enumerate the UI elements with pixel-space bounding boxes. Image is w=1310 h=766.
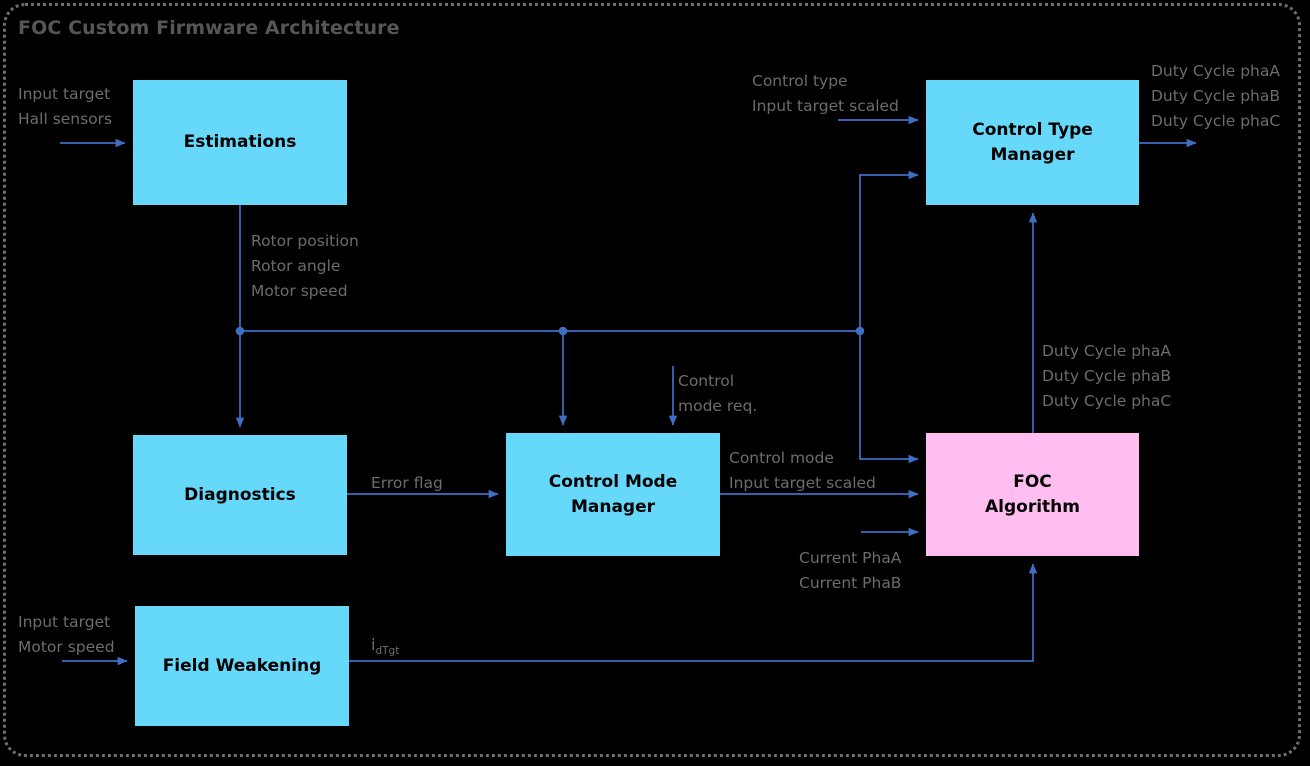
label-error-flag: Error flag <box>371 474 443 492</box>
block-control-type-manager[interactable]: Control Type Manager <box>926 80 1139 205</box>
label-control-mode-output: Control mode Input target scaled <box>729 449 876 493</box>
label-id-tgt: idTgt <box>371 635 399 657</box>
block-field-weakening[interactable]: Field Weakening <box>135 606 349 726</box>
junction-dot-middle <box>558 326 568 336</box>
junction-dot-right <box>855 326 865 336</box>
block-diagnostics[interactable]: Diagnostics <box>133 435 347 555</box>
block-estimations-label: Estimations <box>183 132 297 153</box>
label-estimations-output: Rotor position Rotor angle Motor speed <box>251 232 359 301</box>
label-field-weakening-input: Input target Motor speed <box>18 613 115 657</box>
wire-bus-to-foc-algorithm <box>859 331 919 464</box>
block-diagnostics-label: Diagnostics <box>184 484 296 505</box>
wire-bus-to-control-type-manager <box>859 170 919 331</box>
block-control-type-manager-label: Control Type Manager <box>972 119 1093 165</box>
label-duty-cycle-feedback: Duty Cycle phaA Duty Cycle phaB Duty Cyc… <box>1042 342 1172 411</box>
wire-field-weakening-to-foc <box>349 563 1038 662</box>
label-estimations-input: Input target Hall sensors <box>18 85 113 129</box>
block-control-mode-manager[interactable]: Control Mode Manager <box>506 433 720 556</box>
page-title: FOC Custom Firmware Architecture <box>18 17 400 39</box>
block-estimations[interactable]: Estimations <box>133 80 347 205</box>
junction-dot-left <box>235 326 245 336</box>
label-control-type-output: Duty Cycle phaA Duty Cycle phaB Duty Cyc… <box>1151 62 1281 131</box>
block-foc-algorithm[interactable]: FOC Algorithm <box>926 433 1139 556</box>
block-control-mode-manager-label: Control Mode Manager <box>548 471 678 517</box>
block-field-weakening-label: Field Weakening <box>162 655 322 676</box>
label-id-tgt-subscript: dTgt <box>375 645 400 658</box>
label-control-type-input: Control type Input target scaled <box>752 72 899 116</box>
label-control-mode-req: Control mode req. <box>678 372 758 416</box>
block-foc-algorithm-label: FOC Algorithm <box>985 471 1080 517</box>
label-id-tgt-base: i <box>371 635 376 654</box>
label-current-phases: Current PhaA Current PhaB <box>799 549 902 593</box>
bus-junction-dots <box>235 326 865 336</box>
